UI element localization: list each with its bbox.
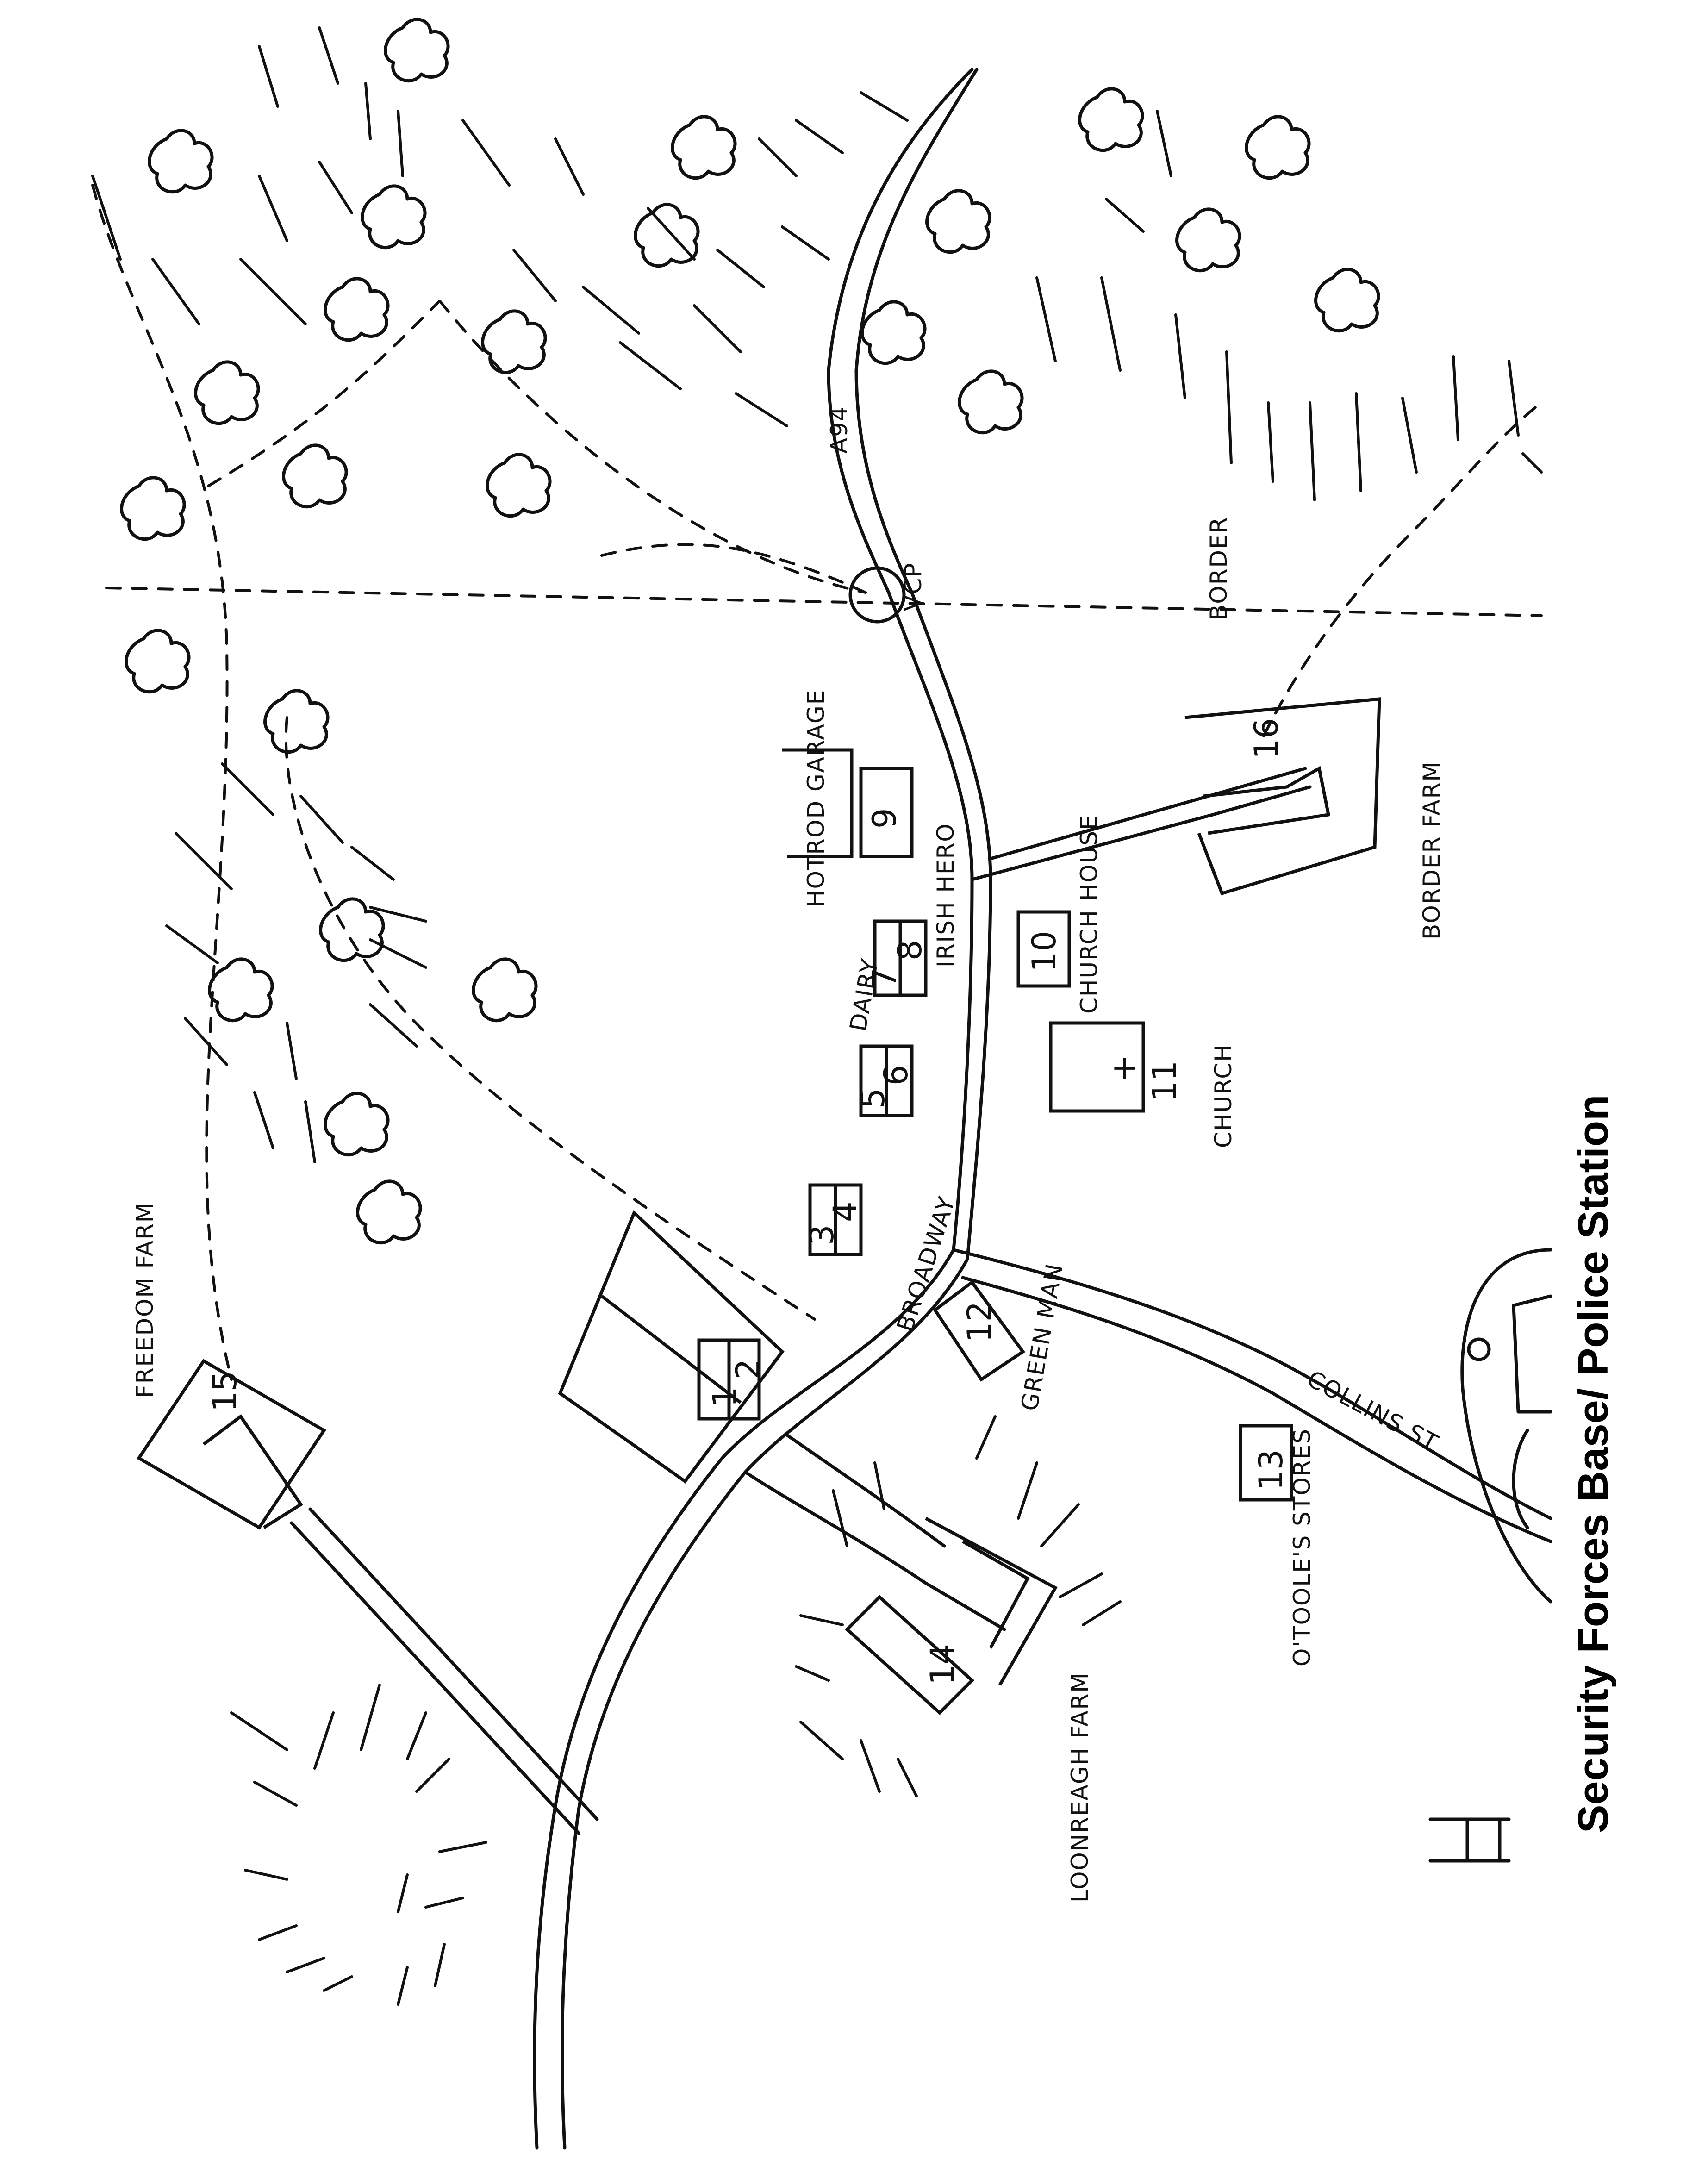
place-number: 8 [891,940,929,961]
place-number: 11 [1146,1061,1184,1102]
tree-icon [356,1179,422,1245]
tree-icon [120,476,186,541]
tree-icon [634,203,700,268]
place-number: 9 [866,808,904,829]
tree-icon [1314,268,1380,333]
border-line [105,587,1543,617]
label-hotrod-garage: HOTROD GARAGE [803,689,829,907]
main-road [533,68,992,2150]
label-otooles-stores: O'TOOLE'S STORES [1289,1428,1315,1666]
vcp-label: VCP [900,562,927,611]
tree-icon [472,957,538,1023]
vcp-circle [848,566,906,624]
place-number: 10 [1025,931,1063,972]
hill-hatching [91,26,1543,2006]
place-number: 2 [729,1359,767,1379]
tree-icon [263,689,330,754]
map-labels: A94 BROADWAY COLLINS ST VCP BORDER DAIRY… [131,406,1445,1903]
map-title: Security Forces Base/ Police Station [1570,1094,1617,1833]
label-loonreagh-farm: LOONREAGH FARM [1066,1672,1093,1903]
place-number: 12 [960,1301,998,1342]
place-number: 4 [826,1201,864,1222]
helipad-icon [1428,1817,1511,1863]
tree-icon [208,957,274,1023]
tree-icon [384,18,450,83]
place-number: 7 [866,967,904,988]
footpaths [91,184,1543,1381]
tree-icon [125,629,191,694]
church-cross-icon: + [1111,1048,1138,1086]
tree-icon [860,300,927,365]
tree-icon [319,897,385,962]
place-number: 3 [803,1224,841,1245]
svg-text:+: + [1111,1048,1138,1086]
helipad-label: H [1425,1822,1426,1824]
place-number: 6 [877,1065,915,1086]
loonreagh-lane [743,1433,1006,1631]
tree-icon [324,1092,390,1157]
tree-icon [361,184,427,250]
place-number: 13 [1252,1449,1290,1491]
place-number: 16 [1247,718,1285,759]
label-church: CHURCH [1210,1043,1237,1148]
label-irish-hero: IRISH HERO [932,823,959,967]
trees [120,18,1380,1245]
place-numbers: 1 2 3 4 5 6 7 8 9 10 11 12 13 14 15 16 [206,718,1290,1685]
tree-icon [925,189,991,254]
tree-icon [481,309,547,374]
tree-icon [486,453,552,518]
collins-street [952,1248,1552,1543]
tree-icon [194,360,260,425]
tree-icon [958,369,1024,435]
tree-icon [148,129,214,194]
tree-icon [1078,87,1144,152]
tree-icon [1245,115,1311,180]
border-label: BORDER [1205,517,1232,620]
freedom-farm-building [137,1359,326,1530]
label-border-farm: BORDER FARM [1418,761,1445,940]
tree-icon [324,277,390,342]
place-number: 1 [706,1386,744,1407]
buildings [137,697,1381,1715]
freedom-lane [290,1507,599,1835]
tree-icon [1175,207,1241,273]
tree-icon [671,115,737,180]
place-number: 5 [854,1088,892,1109]
label-church-house: CHURCH HOUSE [1076,814,1103,1014]
road-label-a94: A94 [826,406,853,454]
label-green-man: GREEN MAN [1016,1261,1068,1413]
road-label-collins: COLLINS ST [1303,1365,1443,1457]
security-base-compound [1460,1248,1552,1604]
place-number: 14 [923,1644,961,1685]
place-number: 15 [206,1371,244,1412]
label-freedom-farm: FREEDOM FARM [131,1202,158,1398]
tree-icon [282,443,348,509]
